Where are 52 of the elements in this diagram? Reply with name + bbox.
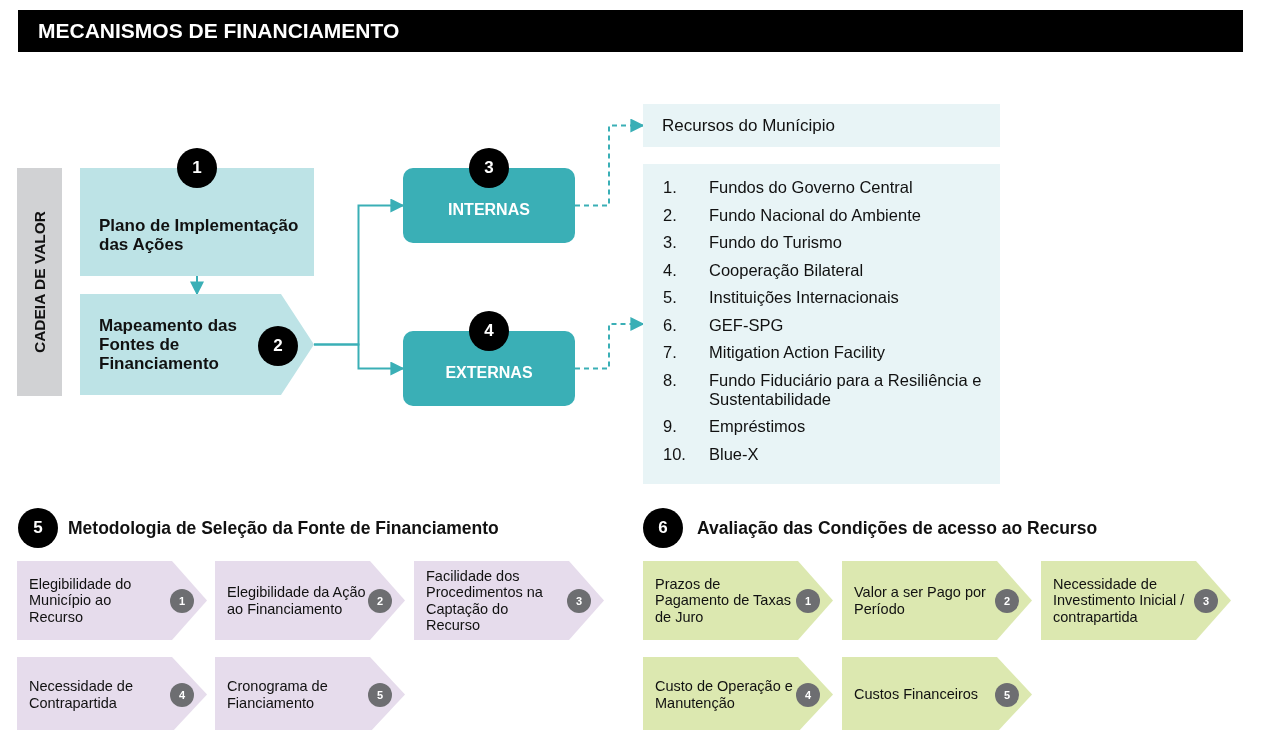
box-text: Necessidade de Investimento Inicial / contrapartida (1053, 576, 1186, 625)
chevron-box (215, 657, 405, 730)
section-heading: Metodologia de Seleção da Fonte de Financiamento (68, 518, 499, 539)
chevron-box (414, 561, 604, 640)
list-item: 10. Blue-X (663, 444, 760, 464)
resource-box (643, 104, 1000, 147)
list-item: 5. Instituições Internacionais (663, 288, 900, 307)
dashed-arrow (574, 317, 645, 370)
dashed-arrow (574, 118, 645, 207)
side-bar (17, 168, 62, 396)
chevron-box (17, 657, 207, 730)
number-badge: 3 (469, 148, 509, 188)
chevron-box (17, 561, 207, 640)
box-text: Facilidade dos Procedimentos na Captação do Recurso (426, 568, 544, 633)
number-badge: 6 (643, 508, 683, 548)
box-text: Recursos do Munícipio (662, 116, 836, 135)
box-text: EXTERNAS (445, 363, 533, 382)
title-bar: MECANISMOS DE FINANCIAMENTO (18, 10, 1243, 52)
list-item: 7. Mitigation Action Facility (663, 343, 887, 362)
box-text: Custos Financeiros (854, 686, 980, 703)
box-text: Cronograma de Fianciamento (227, 678, 329, 711)
box-text: Prazos de Pagamento de Taxas de Juro (655, 576, 792, 625)
number-badge: 5 (18, 508, 58, 548)
list-item: 6. GEF-SPG (663, 315, 785, 335)
number-badge: 4 (469, 311, 509, 351)
chevron-box (643, 657, 833, 730)
box-text: Plano de Implementação das Ações (99, 215, 299, 255)
list-item: 1. Fundos do Governo Central (663, 178, 914, 197)
chevron-box (842, 657, 1032, 730)
box-text: INTERNAS (448, 200, 530, 219)
section-heading: Avaliação das Condições de acesso ao Recurso (697, 518, 1098, 539)
chevron-box (842, 561, 1032, 640)
list-item: 8. Fundo Fiduciário para a Resiliência e Sustentabilidade (663, 370, 983, 409)
box-text: Elegibilidade da Ação ao Financiamento (227, 584, 367, 617)
vertical-label: CADEIA DE VALOR (30, 210, 49, 354)
box-text: Custo de Operação e Manutenção (655, 678, 794, 711)
arrow (190, 275, 204, 296)
chevron-box (643, 561, 833, 640)
box-text: Necessidade de Contrapartida (29, 678, 134, 711)
list-item: 4. Cooperação Bilateral (663, 260, 865, 280)
list-item: 9. Empréstimos (663, 417, 807, 436)
list-item: 2. Fundo Nacional do Ambiente (663, 205, 922, 225)
box-text: Mapeamento das Fontes de Financiamento (99, 315, 238, 374)
list-panel (643, 164, 1000, 484)
arrow (313, 343, 405, 376)
box-text: Elegibilidade do Município ao Recurso (29, 576, 133, 625)
chevron-box (215, 561, 405, 640)
box-text: Valor a ser Pago por Período (854, 584, 987, 617)
chevron-box (1041, 561, 1231, 640)
process-box (80, 294, 314, 395)
number-badge: 1 (177, 148, 217, 188)
list-item: 3. Fundo do Turismo (663, 233, 843, 252)
